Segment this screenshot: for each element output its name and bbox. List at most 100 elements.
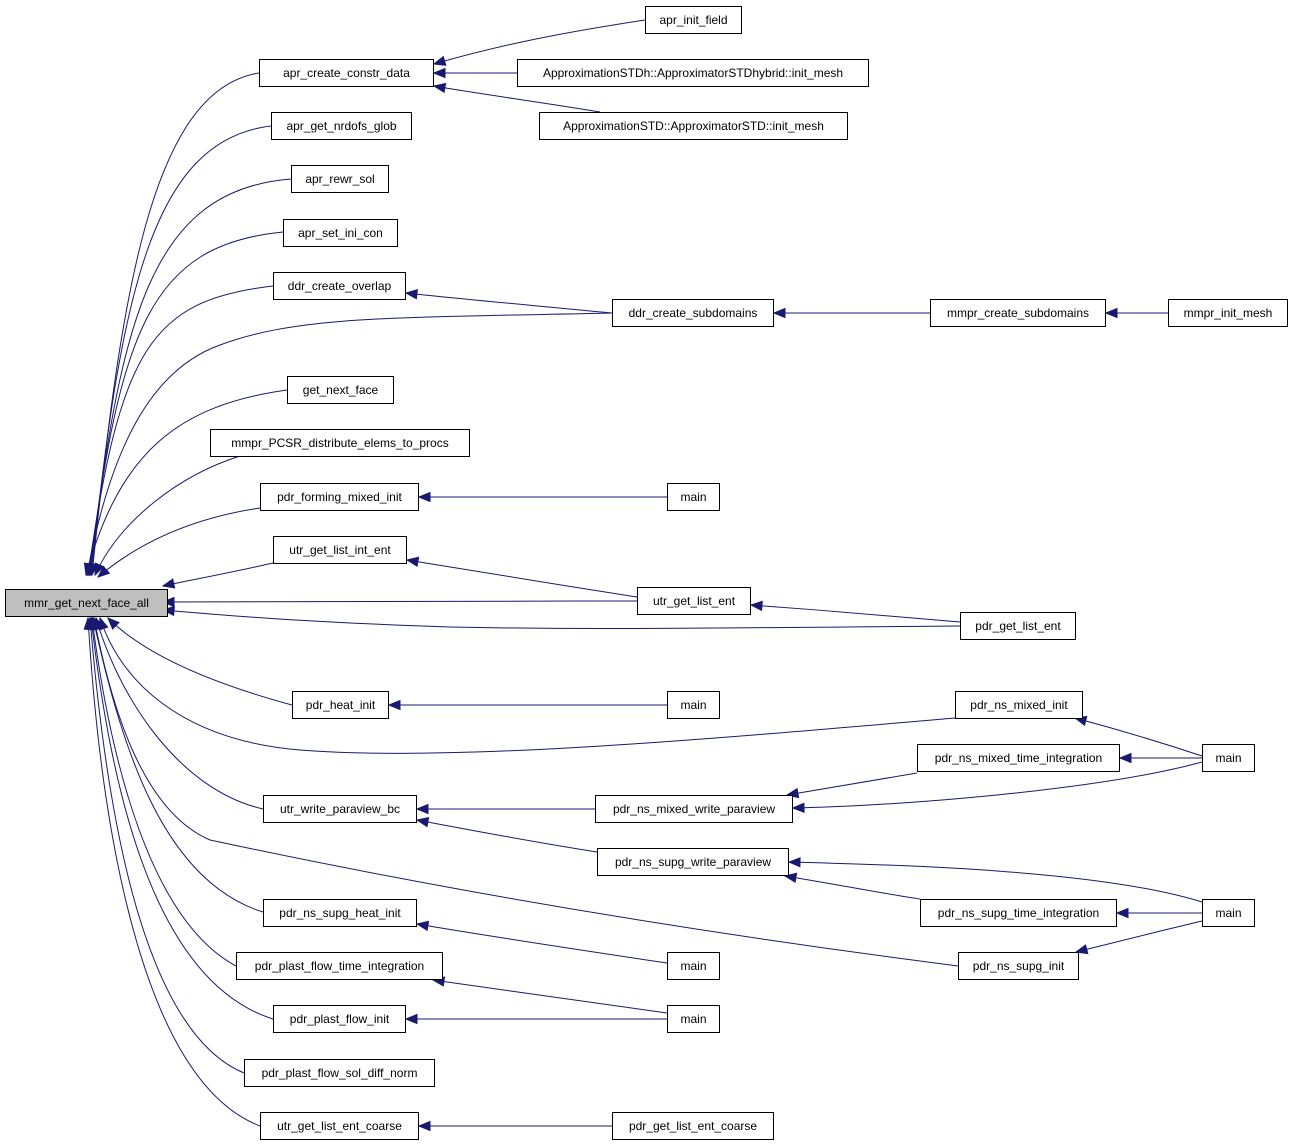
edge-line [792,761,1203,809]
edge-n10-n9 [772,307,930,319]
arrowhead-icon [749,600,763,612]
node-box[interactable] [1202,744,1255,772]
node-box[interactable] [667,952,720,980]
graph-node-n8[interactable]: ddr_create_overlap [273,272,406,300]
edge-line [405,292,613,314]
node-box[interactable] [263,795,417,823]
graph-node-n25[interactable]: pdr_ns_mixed_write_paraview [595,795,793,823]
node-box[interactable] [1202,899,1255,927]
node-box[interactable] [259,59,434,87]
edge-line [162,562,274,587]
graph-node-n17[interactable]: utr_get_list_ent [637,587,751,615]
node-box[interactable] [637,587,751,615]
graph-node-n11[interactable]: mmpr_init_mesh [1168,299,1288,327]
arrowhead-icon [161,605,175,617]
edges-layer [83,19,1203,1132]
edge-line [416,819,598,853]
edge-n21-n0 [98,616,956,754]
node-label: pdr_plast_flow_init [290,1012,390,1026]
graph-node-n36[interactable]: utr_get_list_ent_coarse [260,1112,419,1140]
node-box[interactable] [287,376,394,404]
graph-node-n21[interactable]: pdr_ns_mixed_init [955,691,1083,719]
node-box[interactable] [291,165,389,193]
graph-node-n33[interactable]: pdr_plast_flow_init [273,1005,406,1033]
graph-node-n4[interactable]: ApproximationSTD::ApproximatorSTD::init_… [539,112,848,140]
edge-line [89,617,245,1074]
node-box[interactable] [930,299,1106,327]
node-box[interactable] [273,536,407,564]
arrowhead-icon [83,562,95,577]
edge-n24-n0 [94,616,264,810]
node-box[interactable] [260,483,419,511]
node-box[interactable] [236,952,443,980]
graph-node-n12[interactable]: get_next_face [287,376,394,404]
graph-node-n14[interactable]: pdr_forming_mixed_init [260,483,419,511]
node-box[interactable] [283,219,398,247]
node-box[interactable] [292,691,389,719]
node-box[interactable] [273,1005,406,1033]
edge-n36-n0 [83,616,261,1127]
graph-node-n5[interactable]: apr_get_nrdofs_glob [271,112,412,140]
edge-n4-n1 [432,82,601,113]
edge-n19-n0 [107,617,293,706]
node-box[interactable] [1168,299,1288,327]
edge-line [433,85,601,113]
node-box[interactable] [5,589,168,617]
graph-node-n9[interactable]: ddr_create_subdomains [612,299,774,327]
node-box[interactable] [958,952,1079,980]
node-box[interactable] [612,1112,774,1140]
graph-node-n20[interactable]: main [667,691,720,719]
graph-node-n23[interactable]: pdr_ns_mixed_time_integration [917,744,1120,772]
node-box[interactable] [539,112,848,140]
node-box[interactable] [271,112,412,140]
graph-node-n2[interactable]: apr_init_field [645,6,742,34]
node-label: ApproximationSTDh::ApproximatorSTDhybrid… [543,66,843,80]
node-box[interactable] [260,1112,419,1140]
node-box[interactable] [917,744,1120,772]
node-box[interactable] [920,899,1117,927]
graph-node-n27[interactable]: pdr_ns_supg_heat_init [263,899,417,927]
graph-node-n35[interactable]: pdr_plast_flow_sol_diff_norm [244,1059,435,1087]
node-box[interactable] [667,691,720,719]
graph-node-n3[interactable]: ApproximationSTDh::ApproximatorSTDhybrid… [517,59,869,87]
node-box[interactable] [597,848,789,876]
graph-node-n22[interactable]: main [1202,744,1255,772]
edge-n29-n32 [1074,920,1203,955]
node-box[interactable] [244,1059,435,1087]
graph-node-n10[interactable]: mmpr_create_subdomains [930,299,1106,327]
graph-node-n37[interactable]: pdr_get_list_ent_coarse [612,1112,774,1140]
node-box[interactable] [210,429,470,457]
graph-node-n16[interactable]: utr_get_list_int_ent [273,536,407,564]
graph-node-n7[interactable]: apr_set_ini_con [283,219,398,247]
graph-node-n24[interactable]: utr_write_paraview_bc [263,795,417,823]
graph-node-n31[interactable]: main [667,952,720,980]
node-label: pdr_ns_supg_write_paraview [615,855,771,869]
node-box[interactable] [960,612,1076,640]
edge-n11-n10 [1104,307,1168,319]
graph-node-n1[interactable]: apr_create_constr_data [259,59,434,87]
node-box[interactable] [263,899,417,927]
node-box[interactable] [517,59,869,87]
edge-line [87,617,261,1127]
node-box[interactable] [595,795,793,823]
node-box[interactable] [667,1005,720,1033]
node-box[interactable] [273,272,406,300]
graph-node-n18[interactable]: pdr_get_list_ent [960,612,1076,640]
graph-node-n29[interactable]: main [1202,899,1255,927]
node-box[interactable] [667,483,720,511]
graph-node-n6[interactable]: apr_rewr_sol [291,165,389,193]
node-box[interactable] [645,6,742,34]
graph-node-n26[interactable]: pdr_ns_supg_write_paraview [597,848,789,876]
graph-node-n28[interactable]: pdr_ns_supg_time_integration [920,899,1117,927]
node-box[interactable] [955,691,1083,719]
graph-node-n15[interactable]: main [667,483,720,511]
graph-node-n19[interactable]: pdr_heat_init [292,691,389,719]
graph-node-n13[interactable]: mmpr_PCSR_distribute_elems_to_procs [210,429,470,457]
edge-line [92,617,264,913]
node-box[interactable] [612,299,774,327]
graph-node-n32[interactable]: pdr_ns_supg_init [958,952,1079,980]
graph-node-n0[interactable]: mmr_get_next_face_all [5,589,168,617]
graph-node-n34[interactable]: main [667,1005,720,1033]
graph-node-n30[interactable]: pdr_plast_flow_time_integration [236,952,443,980]
